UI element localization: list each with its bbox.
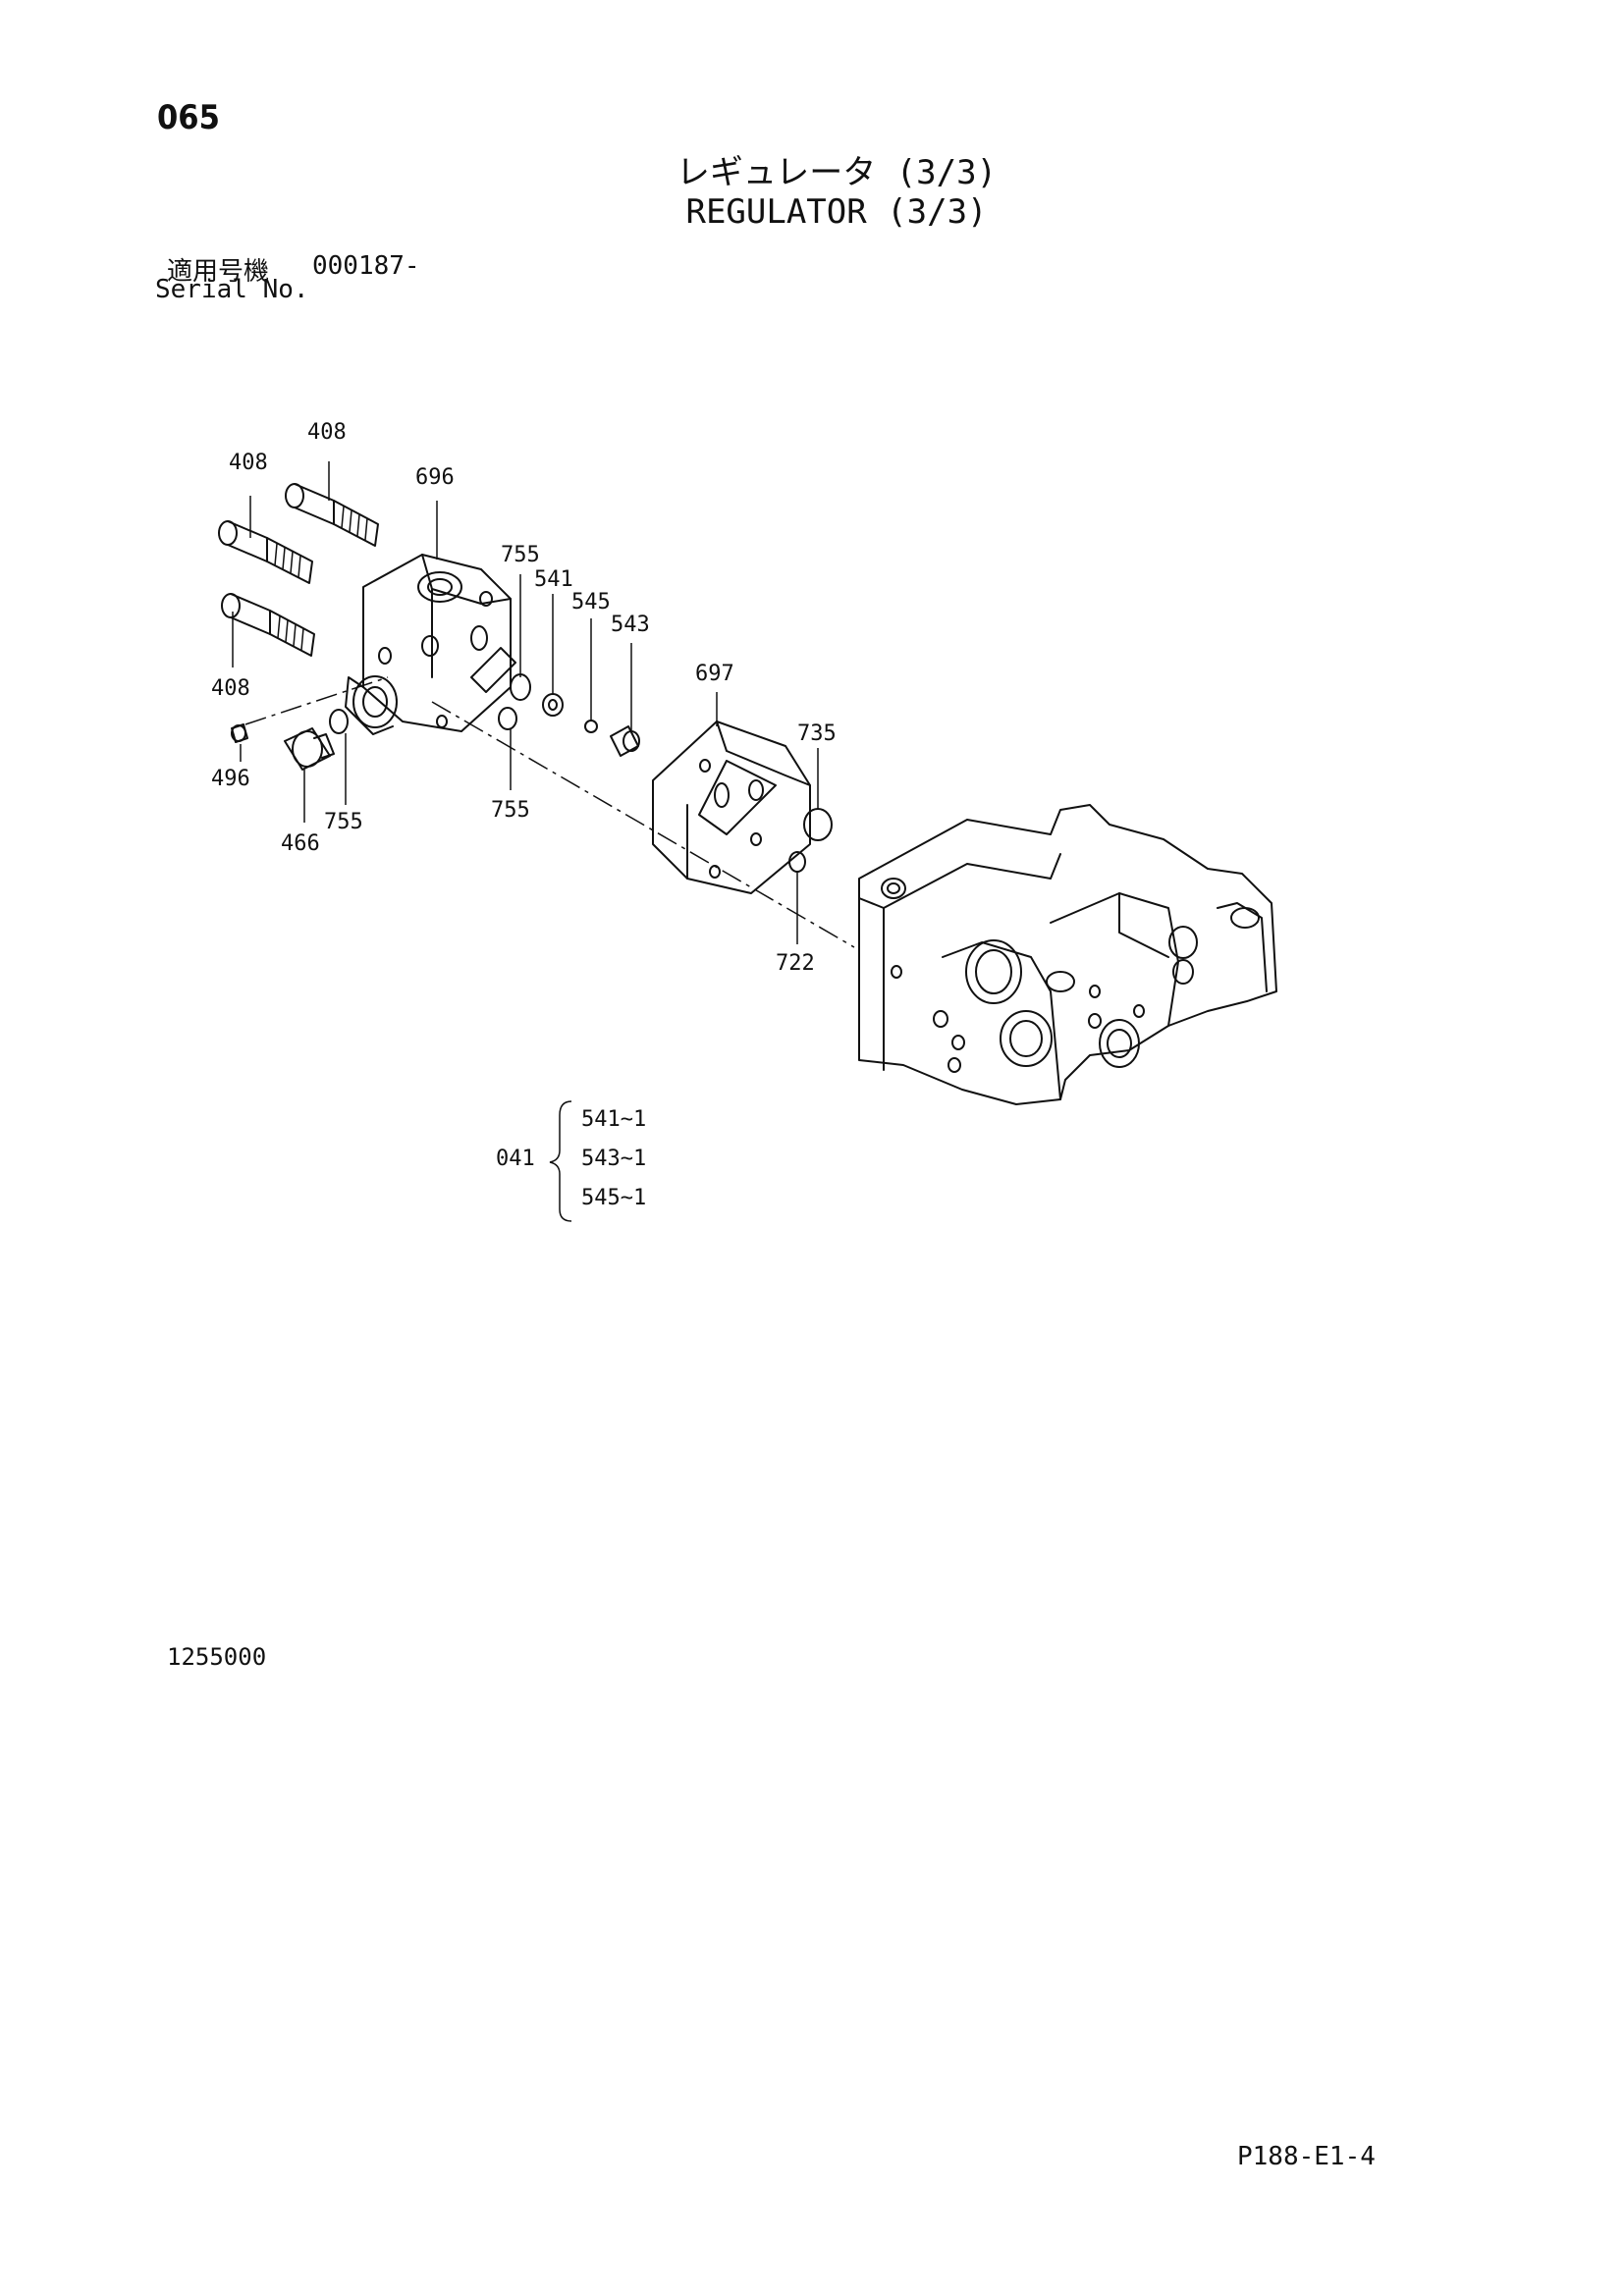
pump-housing xyxy=(858,804,1277,1105)
drawing-number: 1255000 xyxy=(167,1643,267,1671)
o-ring-755-left xyxy=(329,709,349,734)
sleeve-541 xyxy=(542,693,564,717)
callout-408-bottom: 408 xyxy=(211,676,250,701)
callout-697: 697 xyxy=(695,662,734,686)
callout-541: 541 xyxy=(534,567,573,592)
callout-696: 696 xyxy=(415,465,455,490)
page-code: P188-E1-4 xyxy=(1237,2142,1376,2171)
callout-466: 466 xyxy=(281,831,320,856)
bolt-408-bottom xyxy=(221,593,315,657)
callout-735: 735 xyxy=(797,721,837,746)
page-number: 065 xyxy=(157,98,220,137)
kit-item-541: 541~1 xyxy=(581,1107,647,1132)
regulator-block-696 xyxy=(345,554,516,735)
callout-755-upper: 755 xyxy=(501,543,540,567)
callout-755-left: 755 xyxy=(324,810,363,834)
callout-545: 545 xyxy=(571,590,611,614)
bolt-408-top xyxy=(285,483,379,547)
serial-value: 000187- xyxy=(312,251,420,281)
kit-brace xyxy=(549,1100,572,1222)
assembly-axis-line xyxy=(431,701,855,948)
kit-code: 041 xyxy=(496,1147,535,1171)
plug-466 xyxy=(284,727,335,771)
o-ring-755-upper xyxy=(510,673,531,701)
serial-label-japanese: 適用号機 xyxy=(167,257,270,287)
o-ring-755-lower xyxy=(498,707,517,730)
title-english: REGULATOR (3/3) xyxy=(685,192,988,232)
kit-item-543: 543~1 xyxy=(581,1147,647,1171)
title-japanese: レギュレータ (3/3) xyxy=(676,153,998,192)
callout-755-lower: 755 xyxy=(491,798,530,823)
callout-408-middle: 408 xyxy=(229,451,268,475)
callout-722: 722 xyxy=(776,951,815,976)
callout-496: 496 xyxy=(211,767,250,791)
spring-543 xyxy=(610,725,640,757)
assembly-axis-line-2 xyxy=(244,676,389,725)
bolt-408-middle xyxy=(218,520,313,584)
callout-408-top: 408 xyxy=(307,420,347,445)
kit-item-545: 545~1 xyxy=(581,1186,647,1210)
callout-543: 543 xyxy=(611,613,650,637)
plug-496 xyxy=(231,723,248,743)
ball-545 xyxy=(584,720,598,733)
serial-label-english: Serial No. xyxy=(155,275,309,304)
cover-697 xyxy=(652,721,811,894)
o-ring-735 xyxy=(803,808,833,841)
